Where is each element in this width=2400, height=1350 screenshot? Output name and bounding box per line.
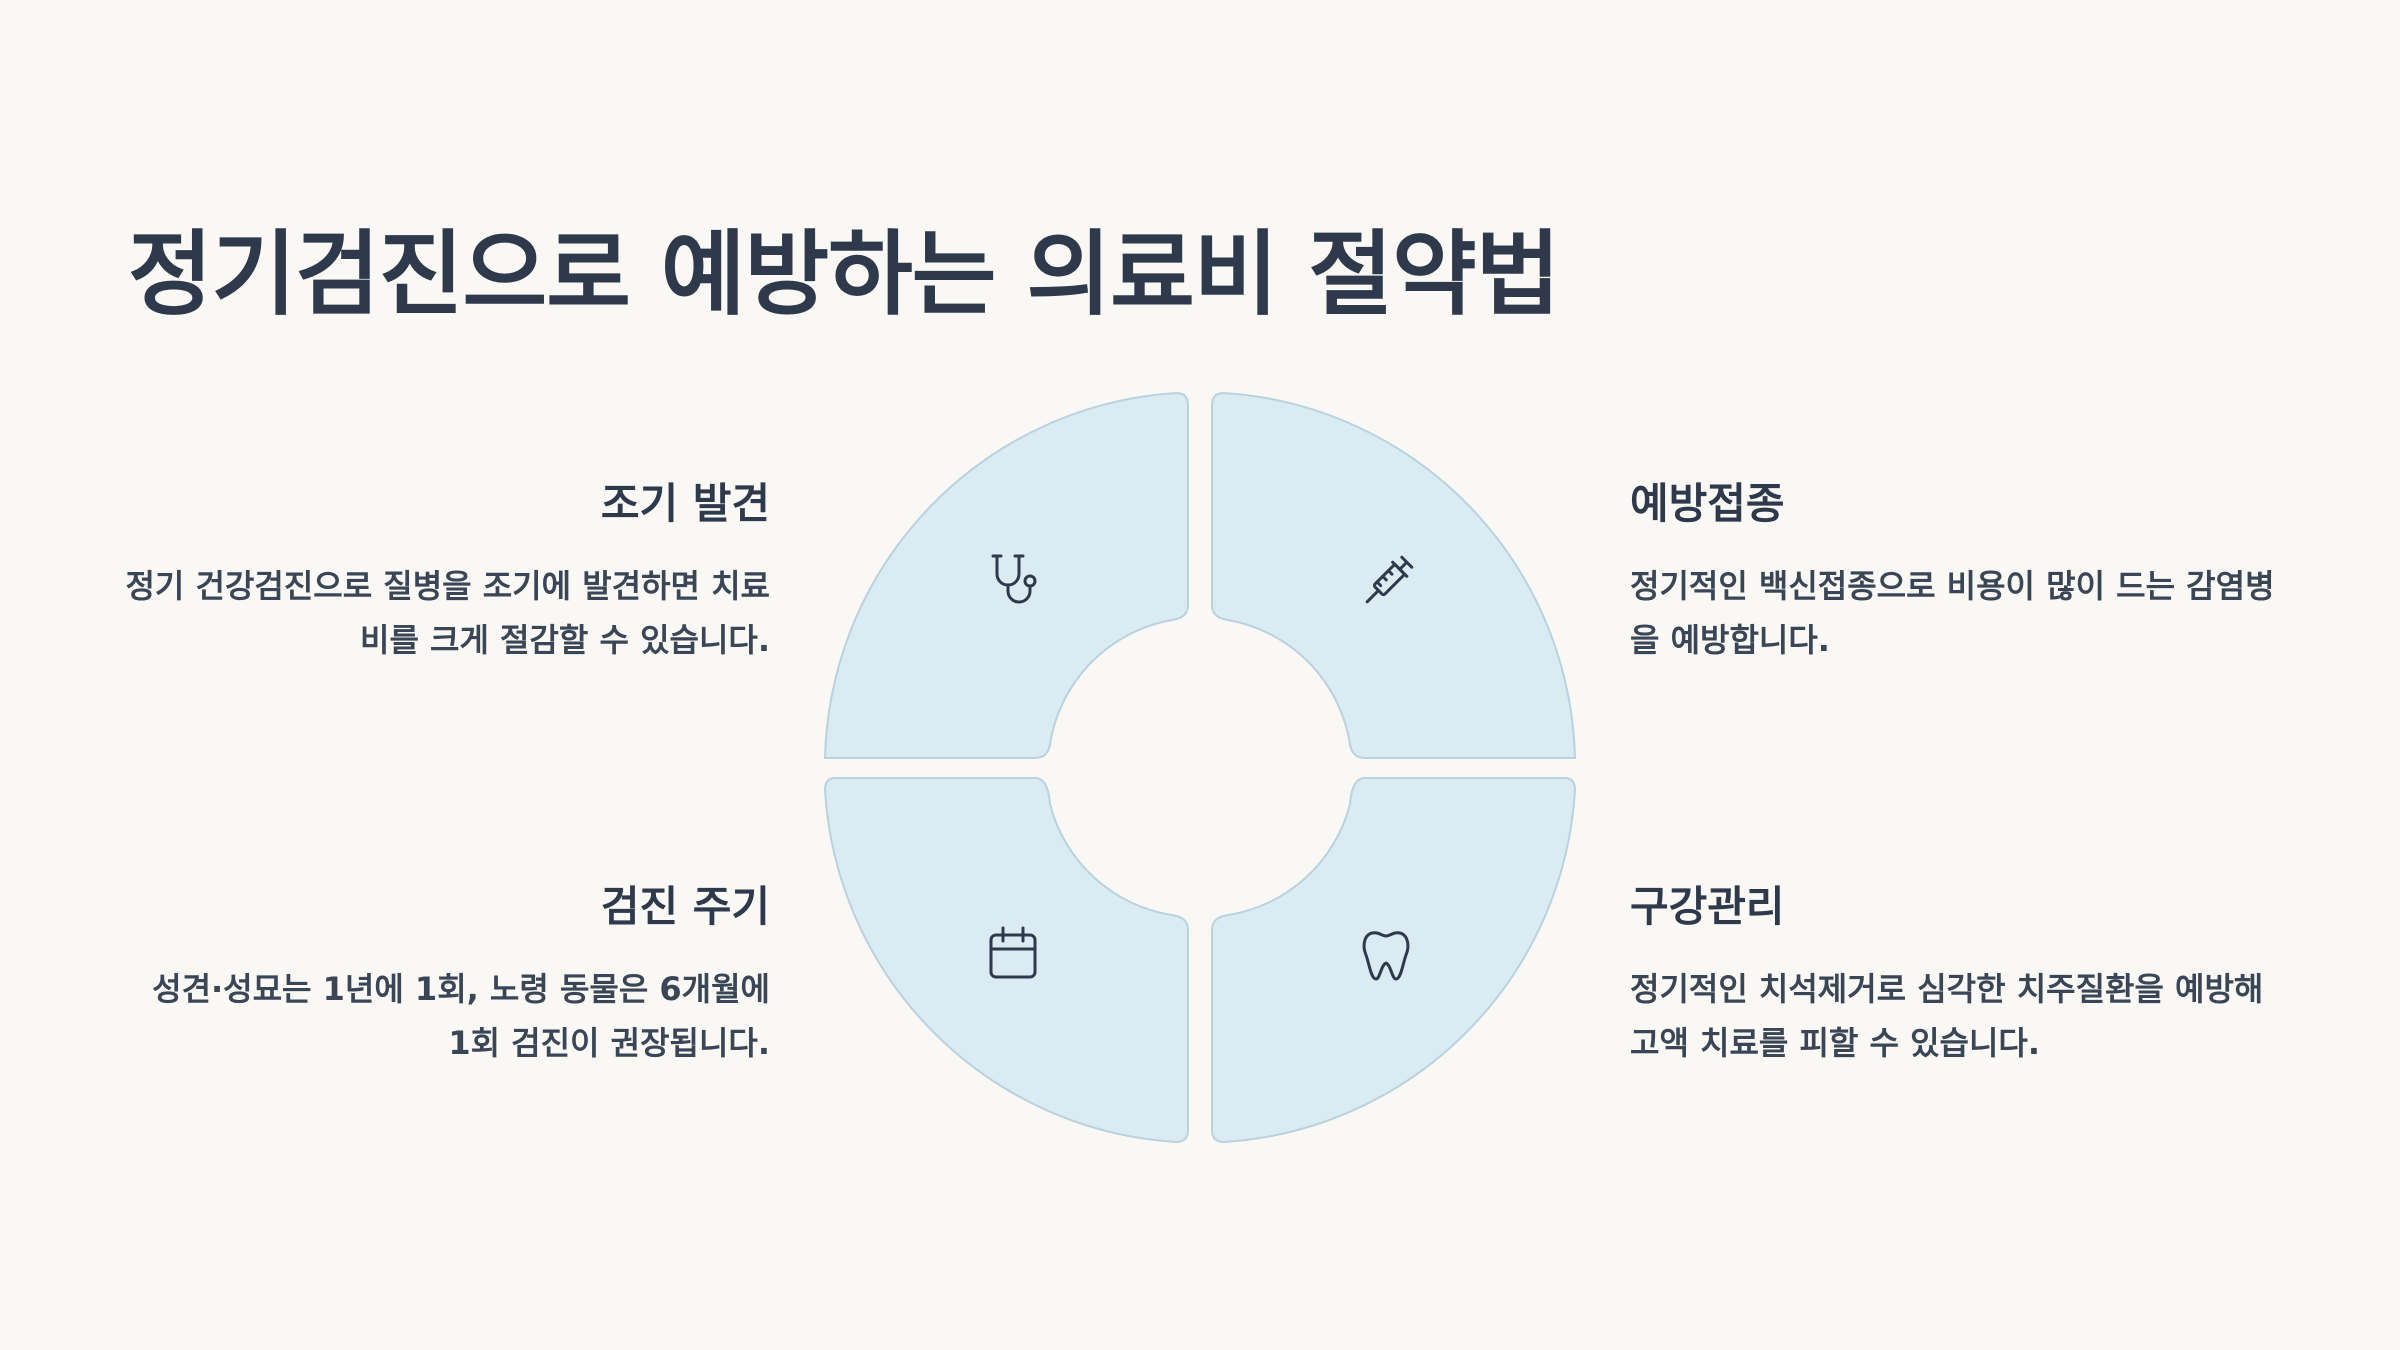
stethoscope-icon <box>991 554 1037 604</box>
syringe-icon <box>1365 555 1414 604</box>
topic-heading: 예방접종 <box>1630 479 1785 528</box>
topic-vaccination: 예방접종 정기적인 백신접종으로 비용이 많이 드는 감염병을 예방합니다. <box>1630 470 2280 667</box>
page-title: 정기검진으로 예방하는 의료비 절약법 <box>128 221 1560 328</box>
topic-heading: 구강관리 <box>1630 882 1785 931</box>
topic-description: 성견·성묘는 1년에 1회, 노령 동물은 6개월에 1회 검진이 권장됩니다. <box>152 970 770 1062</box>
topic-heading: 조기 발견 <box>600 479 770 528</box>
topic-description: 정기적인 백신접종으로 비용이 많이 드는 감염병을 예방합니다. <box>1630 567 2275 659</box>
calendar-icon <box>989 926 1037 979</box>
segment-top-left <box>823 391 1189 759</box>
topic-oral-care: 구강관리 정기적인 치석제거로 심각한 치주질환을 예방해 고액 치료를 피할 … <box>1630 873 2280 1070</box>
segment-bottom-left <box>823 777 1189 1144</box>
topic-description: 정기적인 치석제거로 심각한 치주질환을 예방해 고액 치료를 피할 수 있습니… <box>1630 970 2264 1062</box>
segment-bottom-right <box>1211 777 1577 1144</box>
topic-heading: 검진 주기 <box>600 882 770 931</box>
topic-early-detection: 조기 발견 정기 건강검진으로 질병을 조기에 발견하면 치료비를 크게 절감할… <box>120 470 770 667</box>
topic-checkup-cycle: 검진 주기 성견·성묘는 1년에 1회, 노령 동물은 6개월에 1회 검진이 … <box>120 873 770 1070</box>
topic-description: 정기 건강검진으로 질병을 조기에 발견하면 치료비를 크게 절감할 수 있습니… <box>125 567 770 659</box>
segment-top-right <box>1211 391 1577 759</box>
tooth-icon <box>1362 931 1410 981</box>
